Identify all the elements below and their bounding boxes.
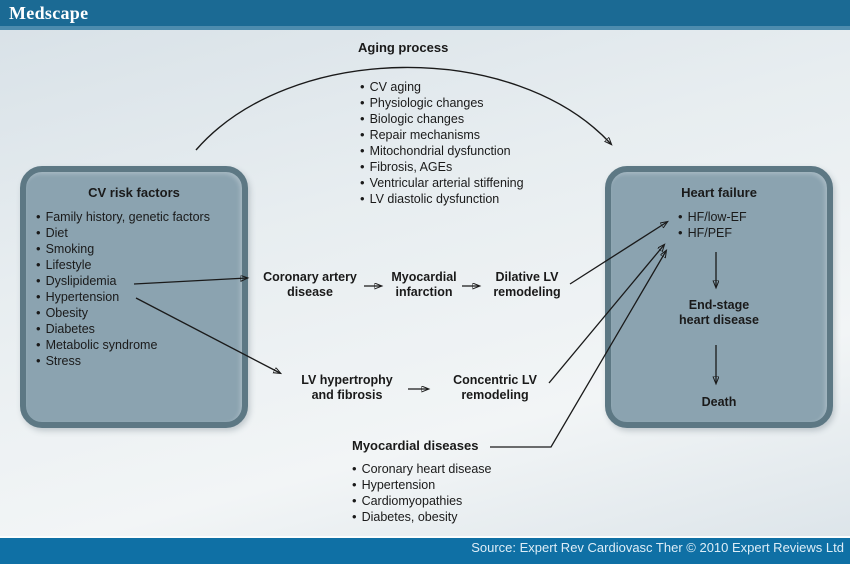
list-item: Ventricular arterial stiffening xyxy=(360,175,524,191)
list-item: Stress xyxy=(36,353,210,369)
header-accent-strip xyxy=(0,26,850,30)
list-item: Biologic changes xyxy=(360,111,524,127)
lv-hypertrophy-label: LV hypertrophy and fibrosis xyxy=(301,373,393,402)
coronary-artery-disease-label: Coronary artery disease xyxy=(263,270,357,299)
list-item: Repair mechanisms xyxy=(360,127,524,143)
heart-failure-list: HF/low-EF HF/PEF xyxy=(678,209,747,241)
list-item: Smoking xyxy=(36,241,210,257)
list-item: Dyslipidemia xyxy=(36,273,210,289)
list-item: Coronary heart disease xyxy=(352,461,492,477)
list-item: Cardiomyopathies xyxy=(352,493,492,509)
myocardial-infarction-label: Myocardial infarction xyxy=(391,270,457,299)
list-item: Hypertension xyxy=(352,477,492,493)
cv-risk-factors-list: Family history, genetic factors Diet Smo… xyxy=(36,209,210,369)
list-item: Obesity xyxy=(36,305,210,321)
header-bar: Medscape xyxy=(0,0,850,26)
heart-failure-box xyxy=(605,166,833,428)
aging-process-list: CV aging Physiologic changes Biologic ch… xyxy=(360,79,524,207)
medscape-logo: Medscape xyxy=(9,3,89,23)
list-item: LV diastolic dysfunction xyxy=(360,191,524,207)
list-item: Diabetes xyxy=(36,321,210,337)
footer-bar xyxy=(0,536,850,564)
end-stage-heart-disease-label: End-stage heart disease xyxy=(679,298,759,327)
concentric-lv-remodeling-label: Concentric LV remodeling xyxy=(453,373,537,402)
source-attribution: Source: Expert Rev Cardiovasc Ther © 201… xyxy=(471,540,844,555)
list-item: HF/low-EF xyxy=(678,209,747,225)
list-item: Hypertension xyxy=(36,289,210,305)
myocardial-diseases-title: Myocardial diseases xyxy=(352,438,479,453)
diagram-canvas: Aging process CV aging Physiologic chang… xyxy=(0,30,850,536)
list-item: Lifestyle xyxy=(36,257,210,273)
death-label: Death xyxy=(701,395,737,409)
list-item: HF/PEF xyxy=(678,225,747,241)
cv-risk-factors-title: CV risk factors xyxy=(88,185,180,200)
heart-failure-title: Heart failure xyxy=(681,185,757,200)
list-item: Diet xyxy=(36,225,210,241)
list-item: Fibrosis, AGEs xyxy=(360,159,524,175)
myocardial-diseases-list: Coronary heart disease Hypertension Card… xyxy=(352,461,492,525)
dilative-lv-remodeling-label: Dilative LV remodeling xyxy=(493,270,561,299)
list-item: Family history, genetic factors xyxy=(36,209,210,225)
list-item: Diabetes, obesity xyxy=(352,509,492,525)
list-item: CV aging xyxy=(360,79,524,95)
list-item: Metabolic syndrome xyxy=(36,337,210,353)
list-item: Physiologic changes xyxy=(360,95,524,111)
aging-process-title: Aging process xyxy=(358,40,449,55)
list-item: Mitochondrial dysfunction xyxy=(360,143,524,159)
